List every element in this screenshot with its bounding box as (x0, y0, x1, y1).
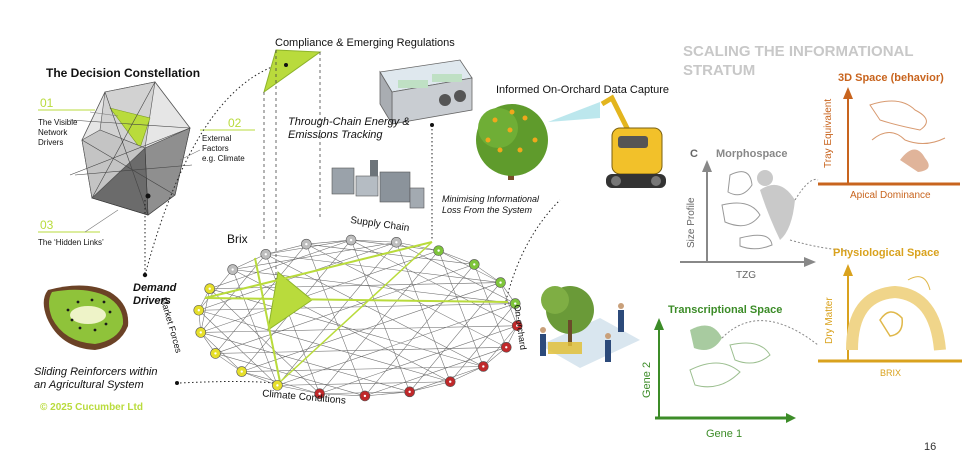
decision-polyhedron (69, 81, 193, 216)
network-node-center (505, 346, 508, 349)
decision-title: The Decision Constellation (46, 66, 201, 80)
size-profile-label: Size Profile (686, 197, 697, 248)
morphospace-plot (680, 160, 816, 267)
item1-number: 01 (40, 96, 54, 110)
network-node-center (231, 268, 234, 271)
network-node-center (408, 390, 411, 394)
network-node-center (449, 380, 452, 383)
brix-label: Brix (227, 232, 248, 246)
network-node-center (499, 281, 502, 284)
network-node-center (199, 331, 202, 334)
tray-axis-label: Tray Equivalent (823, 98, 834, 168)
morphospace-title: Morphospace (716, 148, 788, 160)
item2-number: 02 (228, 116, 242, 130)
energy-label: Through-Chain Energy &Emissions Tracking (288, 116, 410, 141)
gene2-label: Gene 2 (641, 361, 653, 398)
network-graph (193, 234, 523, 402)
network-node-center (437, 249, 440, 252)
transcriptional-plot (654, 318, 796, 423)
page-number: 16 (924, 441, 937, 453)
apical-axis-label: Apical Dominance (850, 190, 931, 201)
server-image (379, 59, 473, 126)
network-node-center (197, 309, 200, 312)
gene1-label: Gene 1 (706, 428, 743, 440)
network-node-center (516, 324, 519, 327)
network-node-center (363, 394, 367, 398)
network-node-center (349, 238, 353, 242)
transcript-title: Transcriptional Space (668, 304, 783, 316)
kiwi-image (43, 285, 129, 350)
brix-axis-label: BRIX (880, 368, 902, 378)
network-node-center (395, 241, 398, 244)
onorchard-capture-label: Informed On-Orchard Data Capture (496, 84, 670, 96)
network-node-center (482, 365, 485, 368)
copyright: © 2025 Cucumber Ltd (40, 402, 143, 413)
network-node-center (264, 253, 267, 256)
network-node-center (276, 384, 279, 387)
network-node-center (305, 242, 308, 246)
physio-title: Physiological Space (833, 247, 940, 259)
network-node-center (514, 302, 517, 305)
network-node-center (214, 352, 217, 355)
item3-number: 03 (40, 218, 54, 232)
network-node-center (473, 263, 476, 266)
machinery-image (331, 160, 425, 209)
item3-label: The ‘Hidden Links’ (38, 238, 104, 247)
network-node-center (240, 370, 243, 373)
robot-image (600, 94, 666, 188)
compliance-label: Compliance & Emerging Regulations (275, 37, 455, 49)
tzg-label: TZG (736, 270, 756, 281)
physiological-plot (818, 264, 962, 363)
network-node-center (318, 392, 321, 395)
c-label: C (690, 148, 698, 160)
orange-tree-image (476, 102, 600, 180)
network-node-center (208, 287, 211, 290)
space3d-plot (818, 87, 960, 186)
dry-matter-label: Dry Matter (824, 297, 835, 344)
orchard-workers-image (540, 286, 640, 368)
space3d-title: 3D Space (behavior) (838, 72, 944, 84)
